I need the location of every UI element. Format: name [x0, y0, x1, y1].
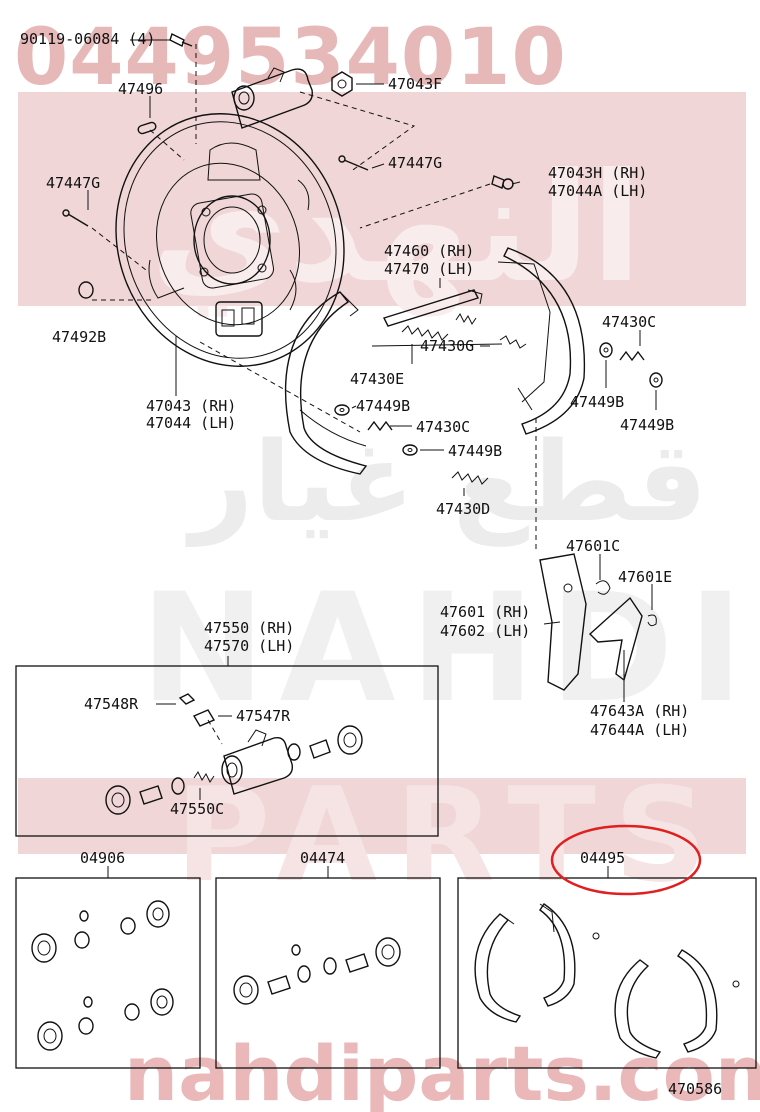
- label-47430D[interactable]: 47430D: [436, 500, 490, 518]
- box-04495-kit: [457, 866, 757, 1069]
- label-47601C[interactable]: 47601C: [566, 537, 620, 555]
- label-47430C-mid[interactable]: 47430C: [416, 418, 470, 436]
- watermark-arabic-text: النهدي: [150, 142, 642, 317]
- label-47043-rh[interactable]: 47043 (RH): [146, 397, 236, 415]
- label-47547R[interactable]: 47547R: [236, 707, 291, 725]
- wheel-cylinder-top: [231, 67, 313, 129]
- label-47601E[interactable]: 47601E: [618, 568, 672, 586]
- pin-47447G-upper: [338, 155, 369, 171]
- label-47430C-right[interactable]: 47430C: [602, 313, 656, 331]
- label-47449B-right-b[interactable]: 47449B: [620, 416, 674, 434]
- watermark-part-number: 0449534010: [14, 13, 567, 103]
- watermark-band-top: [18, 92, 746, 306]
- label-90119-06084[interactable]: 90119-06084 (4): [20, 30, 155, 48]
- label-47550C[interactable]: 47550C: [170, 800, 224, 818]
- label-47430E[interactable]: 47430E: [350, 370, 404, 388]
- label-47643A[interactable]: 47643A (RH): [590, 702, 689, 720]
- bleeder-47043F: [331, 71, 353, 97]
- box-04906-kit: [15, 866, 201, 1069]
- plug-47492B: [78, 281, 94, 299]
- brake-shoe-right: [497, 247, 586, 435]
- box-47550-kit: [15, 665, 439, 837]
- label-47043H[interactable]: 47043H (RH): [548, 164, 647, 182]
- watermark-band-bottom: [18, 778, 746, 854]
- watermark-site: nahdiparts.com: [124, 1029, 760, 1112]
- parking-lever-47601: [539, 553, 657, 691]
- box-04474-kit: [215, 866, 441, 1069]
- label-47492B[interactable]: 47492B: [52, 328, 106, 346]
- label-47550[interactable]: 47550 (RH): [204, 619, 294, 637]
- label-47548R[interactable]: 47548R: [84, 695, 139, 713]
- label-47044A[interactable]: 47044A (LH): [548, 182, 647, 200]
- brake-shoe-left: [284, 291, 368, 475]
- watermark: 0449534010 النهدي قطع غيار NAHDI PARTS n…: [14, 13, 760, 1112]
- label-47447G-upper[interactable]: 47447G: [388, 154, 442, 172]
- plug-47496: [137, 121, 157, 135]
- springs: [367, 313, 645, 485]
- label-04495[interactable]: 04495: [580, 849, 625, 867]
- washers-47449B: [334, 342, 663, 456]
- label-47570[interactable]: 47570 (LH): [204, 637, 294, 655]
- label-47496[interactable]: 47496: [118, 80, 163, 98]
- label-diagram-number: 470586: [668, 1080, 722, 1098]
- label-47460[interactable]: 47460 (RH): [384, 242, 474, 260]
- label-47449B-low[interactable]: 47449B: [448, 442, 502, 460]
- label-47043F[interactable]: 47043F: [388, 75, 442, 93]
- watermark-brand-top: NAHDI: [140, 562, 758, 736]
- label-47044-lh[interactable]: 47044 (LH): [146, 414, 236, 432]
- bolt-90119: [169, 33, 193, 47]
- adjuster-47460: [383, 289, 483, 327]
- label-47447G-left[interactable]: 47447G: [46, 174, 100, 192]
- label-47430G[interactable]: 47430G: [420, 337, 474, 355]
- label-04474[interactable]: 04474: [300, 849, 345, 867]
- label-47449B-right-a[interactable]: 47449B: [570, 393, 624, 411]
- part-labels: 90119-06084 (4) 47496 47043F 47447G 4744…: [20, 30, 722, 1098]
- backing-plate: [115, 113, 345, 367]
- pin-47447G-left: [62, 209, 89, 227]
- label-47644A[interactable]: 47644A (LH): [590, 721, 689, 739]
- label-04906[interactable]: 04906: [80, 849, 125, 867]
- label-47601[interactable]: 47601 (RH): [440, 603, 530, 621]
- leader-lines: [87, 39, 657, 702]
- watermark-brand-bottom: PARTS: [175, 759, 726, 911]
- label-47602[interactable]: 47602 (LH): [440, 622, 530, 640]
- label-47470[interactable]: 47470 (LH): [384, 260, 474, 278]
- watermark-arabic-subtext: قطع غيار: [185, 418, 707, 547]
- label-47449B-mid[interactable]: 47449B: [356, 397, 410, 415]
- highlight-circle-04495: [550, 824, 702, 896]
